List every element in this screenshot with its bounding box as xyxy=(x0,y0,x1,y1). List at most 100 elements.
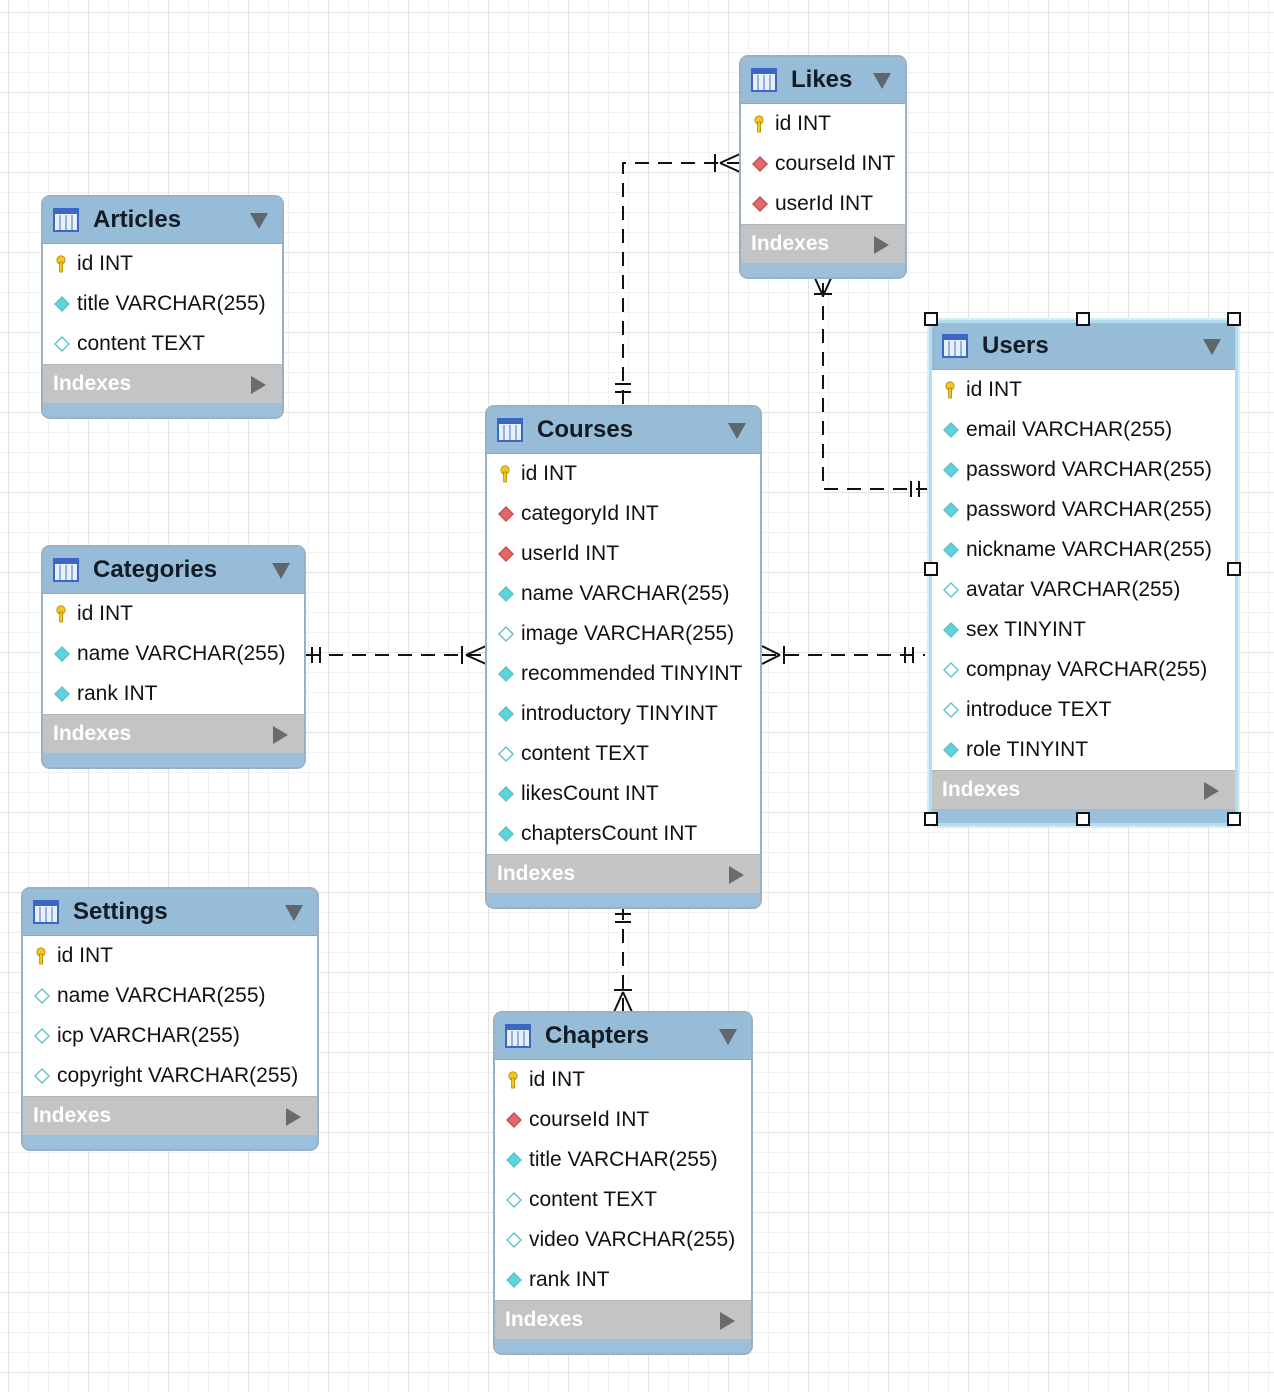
triangle-down-icon[interactable] xyxy=(728,423,746,439)
resize-handle-bottom-left[interactable] xyxy=(924,812,938,826)
entity-header[interactable]: Categories xyxy=(43,547,304,594)
column-row[interactable]: sex TINYINT xyxy=(932,610,1235,650)
resize-handle-top[interactable] xyxy=(1076,312,1090,326)
triangle-down-icon[interactable] xyxy=(873,73,891,89)
column-row[interactable]: content TEXT xyxy=(495,1180,751,1220)
cyan-diamond-icon xyxy=(942,541,960,559)
column-label: image VARCHAR(255) xyxy=(521,622,735,645)
column-row[interactable]: email VARCHAR(255) xyxy=(932,410,1235,450)
triangle-right-icon[interactable] xyxy=(286,1108,301,1126)
column-row[interactable]: title VARCHAR(255) xyxy=(43,284,282,324)
triangle-right-icon[interactable] xyxy=(1204,782,1219,800)
resize-handle-bottom-right[interactable] xyxy=(1227,812,1241,826)
column-row[interactable]: compnay VARCHAR(255) xyxy=(932,650,1235,690)
column-row[interactable]: icp VARCHAR(255) xyxy=(23,1016,317,1056)
column-row[interactable]: video VARCHAR(255) xyxy=(495,1220,751,1260)
red-diamond-icon xyxy=(751,155,769,173)
column-row[interactable]: image VARCHAR(255) xyxy=(487,614,760,654)
triangle-right-icon[interactable] xyxy=(273,726,288,744)
triangle-down-icon[interactable] xyxy=(250,213,268,229)
column-row[interactable]: name VARCHAR(255) xyxy=(43,634,304,674)
column-label: courseId INT xyxy=(775,152,896,175)
column-row[interactable]: copyright VARCHAR(255) xyxy=(23,1056,317,1096)
column-row[interactable]: title VARCHAR(255) xyxy=(495,1140,751,1180)
column-label: rank INT xyxy=(529,1268,610,1291)
triangle-down-icon[interactable] xyxy=(272,563,290,579)
column-row[interactable]: chaptersCount INT xyxy=(487,814,760,854)
triangle-right-icon[interactable] xyxy=(874,236,889,254)
entity-header[interactable]: Articles xyxy=(43,197,282,244)
column-row[interactable]: id INT xyxy=(495,1060,751,1100)
triangle-right-icon[interactable] xyxy=(729,866,744,884)
column-row[interactable]: password VARCHAR(255) xyxy=(932,490,1235,530)
column-label: title VARCHAR(255) xyxy=(529,1148,718,1171)
indexes-bar[interactable]: Indexes xyxy=(495,1300,751,1339)
entity-footer xyxy=(23,1135,317,1149)
triangle-right-icon[interactable] xyxy=(251,376,266,394)
column-row[interactable]: id INT xyxy=(741,104,905,144)
resize-handle-top-left[interactable] xyxy=(924,312,938,326)
column-row[interactable]: name VARCHAR(255) xyxy=(23,976,317,1016)
column-row[interactable]: id INT xyxy=(932,370,1235,410)
column-row[interactable]: likesCount INT xyxy=(487,774,760,814)
cyan-diamond-icon xyxy=(497,665,515,683)
column-row[interactable]: id INT xyxy=(487,454,760,494)
indexes-bar[interactable]: Indexes xyxy=(932,770,1235,809)
entity-header[interactable]: Settings xyxy=(23,889,317,936)
hollow-diamond-icon xyxy=(33,1027,51,1045)
indexes-bar[interactable]: Indexes xyxy=(43,364,282,403)
cyan-diamond-icon xyxy=(505,1271,523,1289)
entity-header[interactable]: Likes xyxy=(741,57,905,104)
column-row[interactable]: role TINYINT xyxy=(932,730,1235,770)
triangle-down-icon[interactable] xyxy=(1203,339,1221,355)
column-row[interactable]: introductory TINYINT xyxy=(487,694,760,734)
column-row[interactable]: id INT xyxy=(43,594,304,634)
column-row[interactable]: courseId INT xyxy=(741,144,905,184)
hollow-diamond-icon xyxy=(942,661,960,679)
entity-header[interactable]: Users xyxy=(932,323,1235,370)
column-row[interactable]: courseId INT xyxy=(495,1100,751,1140)
column-row[interactable]: content TEXT xyxy=(487,734,760,774)
column-row[interactable]: introduce TEXT xyxy=(932,690,1235,730)
triangle-down-icon[interactable] xyxy=(719,1029,737,1045)
key-icon xyxy=(942,381,960,399)
entity-header[interactable]: Chapters xyxy=(495,1013,751,1060)
column-row[interactable]: avatar VARCHAR(255) xyxy=(932,570,1235,610)
column-row[interactable]: content TEXT xyxy=(43,324,282,364)
column-row[interactable]: userId INT xyxy=(741,184,905,224)
column-row[interactable]: id INT xyxy=(43,244,282,284)
red-diamond-icon xyxy=(497,505,515,523)
cyan-diamond-icon xyxy=(497,825,515,843)
column-row[interactable]: categoryId INT xyxy=(487,494,760,534)
column-row[interactable]: userId INT xyxy=(487,534,760,574)
key-icon xyxy=(497,465,515,483)
entity-title: Settings xyxy=(73,898,168,925)
indexes-bar[interactable]: Indexes xyxy=(23,1096,317,1135)
triangle-down-icon[interactable] xyxy=(285,905,303,921)
resize-handle-right[interactable] xyxy=(1227,562,1241,576)
column-row[interactable]: name VARCHAR(255) xyxy=(487,574,760,614)
column-row[interactable]: nickname VARCHAR(255) xyxy=(932,530,1235,570)
entity-header[interactable]: Courses xyxy=(487,407,760,454)
indexes-bar[interactable]: Indexes xyxy=(487,854,760,893)
column-row[interactable]: rank INT xyxy=(495,1260,751,1300)
entity-likes[interactable]: Likes id INT courseId INT userId INT Index… xyxy=(739,55,907,279)
column-row[interactable]: password VARCHAR(255) xyxy=(932,450,1235,490)
triangle-right-icon[interactable] xyxy=(720,1312,735,1330)
resize-handle-top-right[interactable] xyxy=(1227,312,1241,326)
resize-handle-bottom[interactable] xyxy=(1076,812,1090,826)
column-row[interactable]: id INT xyxy=(23,936,317,976)
column-row[interactable]: recommended TINYINT xyxy=(487,654,760,694)
resize-handle-left[interactable] xyxy=(924,562,938,576)
column-row[interactable]: rank INT xyxy=(43,674,304,714)
indexes-bar[interactable]: Indexes xyxy=(741,224,905,263)
indexes-bar[interactable]: Indexes xyxy=(43,714,304,753)
